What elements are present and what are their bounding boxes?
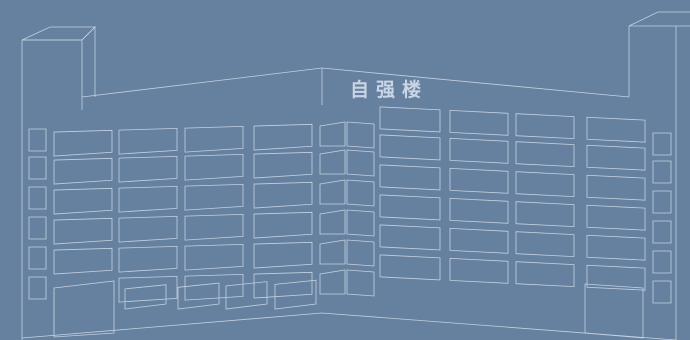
window xyxy=(515,113,575,140)
window xyxy=(379,224,441,251)
building-title: 自强楼 xyxy=(350,78,428,101)
window xyxy=(586,204,646,231)
side-window-left xyxy=(28,156,47,180)
corner-window xyxy=(346,209,375,237)
window xyxy=(449,109,509,136)
corner-window xyxy=(346,121,375,149)
window xyxy=(124,284,167,310)
corner-window xyxy=(346,149,375,177)
window xyxy=(253,241,313,269)
window xyxy=(184,153,244,181)
window xyxy=(118,245,178,273)
right-tower xyxy=(628,11,690,340)
side-window-left xyxy=(28,276,47,300)
side-window-left xyxy=(28,128,47,152)
facade-base xyxy=(21,290,677,340)
window xyxy=(177,282,220,310)
window xyxy=(118,127,178,155)
window xyxy=(118,185,178,213)
window-grid xyxy=(28,106,672,339)
window xyxy=(53,129,113,157)
window xyxy=(253,151,313,179)
window xyxy=(586,144,646,171)
side-window-right xyxy=(652,220,672,244)
window xyxy=(225,281,268,310)
window xyxy=(379,106,441,133)
window xyxy=(184,273,244,301)
window xyxy=(118,275,178,303)
left-tower xyxy=(21,26,96,340)
roof-outline xyxy=(81,67,630,105)
corner-window xyxy=(346,239,375,267)
corner-window xyxy=(346,269,375,297)
entrance-left xyxy=(53,280,115,338)
side-window-right xyxy=(652,280,672,304)
window xyxy=(253,211,313,239)
window xyxy=(253,181,313,209)
window xyxy=(379,254,441,281)
window xyxy=(515,171,575,198)
corner-window xyxy=(319,269,346,295)
window xyxy=(379,164,441,191)
window xyxy=(184,125,244,153)
window xyxy=(515,201,575,228)
side-window-left xyxy=(28,246,47,270)
side-window-right xyxy=(652,132,672,156)
corner-window xyxy=(319,209,346,235)
window xyxy=(53,187,113,215)
window xyxy=(53,157,113,185)
window xyxy=(184,213,244,241)
side-window-right xyxy=(652,190,672,214)
window xyxy=(586,264,646,291)
side-window-right xyxy=(652,250,672,274)
window xyxy=(449,137,509,164)
window xyxy=(379,194,441,221)
side-window-left xyxy=(28,186,47,210)
window xyxy=(515,141,575,168)
corner-window xyxy=(319,179,346,205)
window xyxy=(449,257,509,284)
window xyxy=(118,215,178,243)
window xyxy=(586,174,646,201)
window xyxy=(253,123,313,151)
side-window-right xyxy=(652,160,672,184)
window xyxy=(253,271,313,299)
window xyxy=(586,234,646,261)
window xyxy=(449,227,509,254)
window xyxy=(379,134,441,161)
corner-window xyxy=(319,149,346,175)
corner-window xyxy=(319,121,346,147)
window xyxy=(118,155,178,183)
corner-window xyxy=(319,239,346,265)
window xyxy=(53,247,113,275)
window xyxy=(184,183,244,211)
window xyxy=(449,167,509,194)
window xyxy=(586,116,646,143)
window xyxy=(274,279,317,310)
corner-window xyxy=(346,179,375,207)
window xyxy=(449,197,509,224)
window xyxy=(515,261,575,288)
side-window-left xyxy=(28,216,47,240)
entrance-right xyxy=(584,283,644,339)
window xyxy=(515,231,575,258)
window xyxy=(53,217,113,245)
window xyxy=(184,243,244,271)
